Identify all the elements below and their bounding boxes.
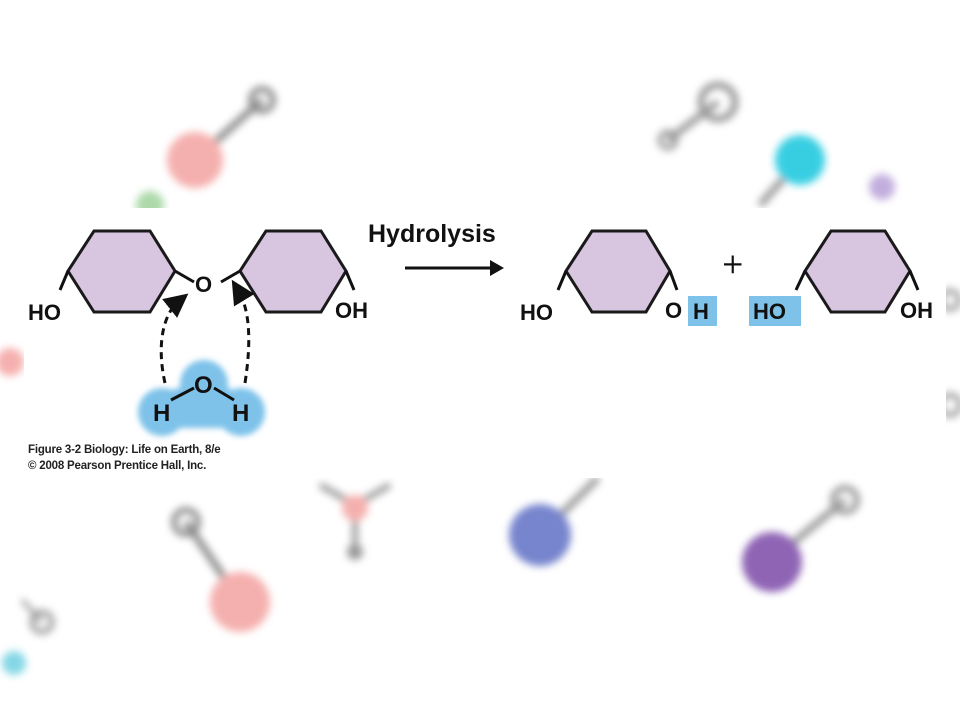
reaction-arrowhead	[490, 260, 504, 276]
bond-bridge-right	[220, 269, 241, 284]
added-hydrogen-highlight	[688, 296, 717, 326]
added-hydroxyl-highlight	[749, 296, 801, 326]
water-h-left: H	[153, 400, 170, 427]
bond-right-oh	[344, 270, 356, 291]
reactant-ho-label: HO	[28, 300, 61, 325]
added-hydrogen-label: H	[693, 299, 709, 324]
copyright-caption: © 2008 Pearson Prentice Hall, Inc.	[28, 460, 207, 472]
bridge-oxygen-label: O	[195, 272, 212, 297]
hydrolysis-diagram: HO O OH H O H Hydrolysis HO O	[28, 220, 933, 436]
water-oxygen: O	[194, 372, 213, 399]
right-sugar-ring	[238, 229, 348, 314]
bond-left-ho	[58, 270, 70, 291]
dashed-arrow-to-ring	[231, 279, 255, 384]
plus-sign: +	[721, 247, 744, 280]
hydrolysis-label: Hydrolysis	[368, 220, 496, 248]
water-h-right: H	[232, 400, 249, 427]
added-hydroxyl-label: HO	[753, 299, 786, 324]
water-molecule: H O H	[138, 360, 265, 436]
dashed-arrow-to-oxygen	[159, 293, 189, 384]
bond-bridge-left	[174, 269, 195, 284]
product1-sugar-ring	[564, 229, 672, 314]
hydrolysis-diagram-panel: HO O OH H O H Hydrolysis HO O	[24, 208, 946, 478]
left-sugar-ring	[66, 229, 177, 314]
reactant-oh-label: OH	[335, 298, 368, 323]
product1-oxygen-label: O	[665, 298, 682, 323]
product2-sugar-ring	[803, 229, 912, 314]
figure-caption: Figure 3-2 Biology: Life on Earth, 8/e	[28, 444, 221, 456]
product1-ho-label: HO	[520, 300, 553, 325]
product2-oh-label: OH	[900, 298, 933, 323]
